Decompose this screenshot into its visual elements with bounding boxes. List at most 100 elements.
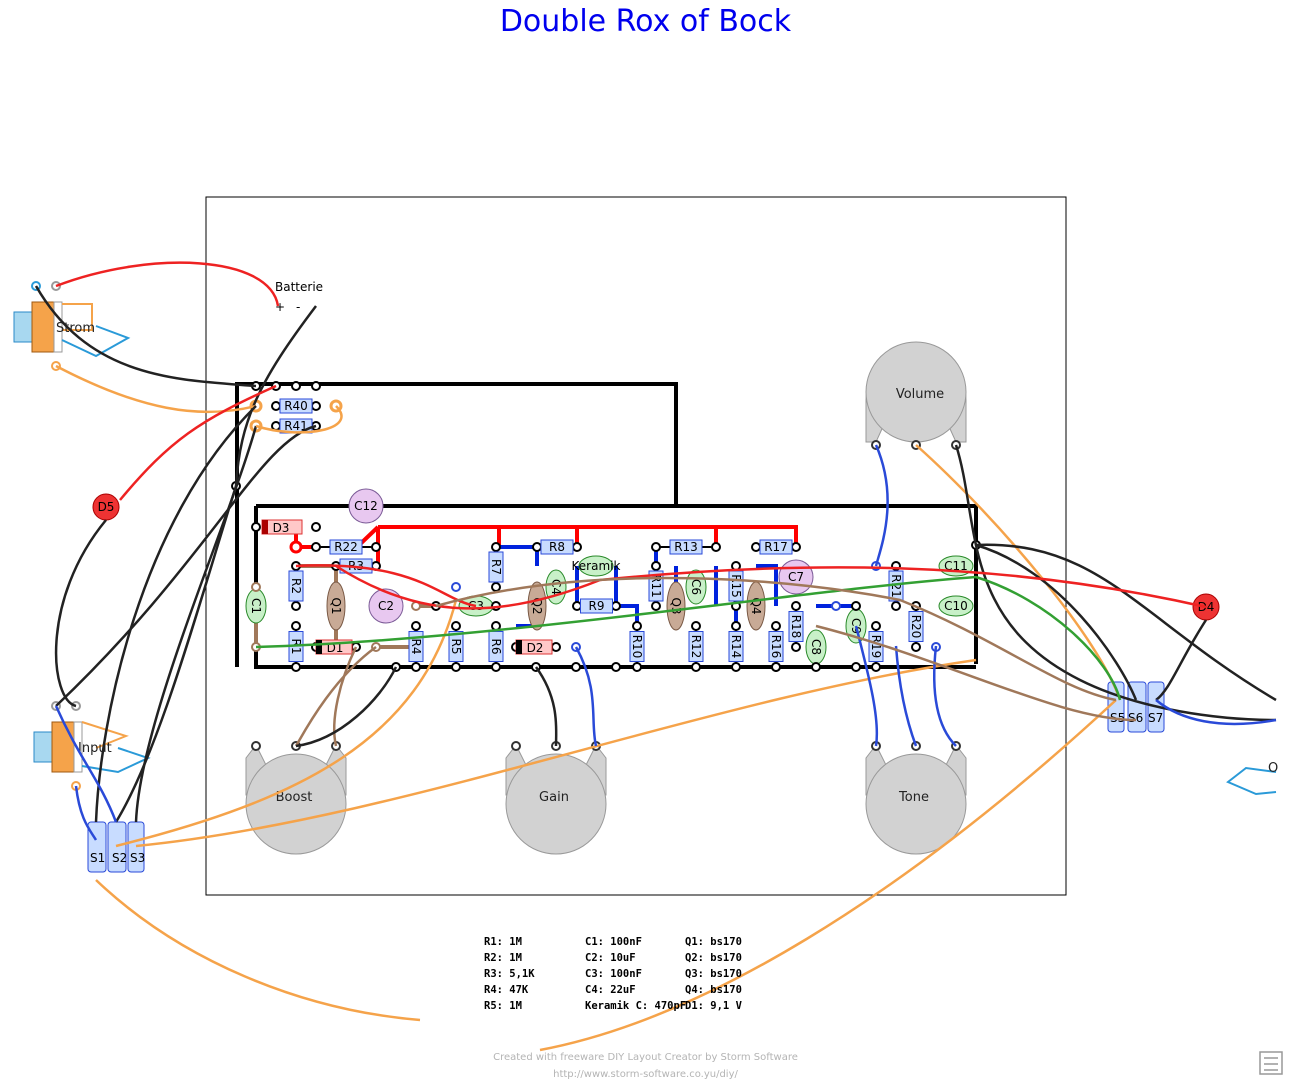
- battery-plus-label: +: [275, 300, 285, 314]
- legend-item: C2: 10uF: [585, 952, 636, 964]
- capacitor-c6: C6: [685, 569, 707, 605]
- pot-boost: Boost: [245, 741, 347, 855]
- keramik-label: Keramik: [572, 559, 621, 573]
- capacitor-c10: C10: [938, 595, 974, 617]
- r20-label: R20: [909, 615, 923, 639]
- c1-label: C1: [249, 598, 263, 614]
- resistor-r18: R18: [788, 601, 804, 652]
- resistor-r9: R9: [572, 598, 621, 614]
- legend-item: R3: 5,1K: [484, 968, 535, 980]
- legend-col-capacitors: C1: 100nF C2: 10uF C3: 100nF C4: 22uF Ke…: [585, 934, 686, 1014]
- r17-label: R17: [764, 540, 788, 554]
- legend-item: Q4: bs170: [685, 984, 742, 996]
- legend-item: Keramik C: 470pF: [585, 1000, 687, 1012]
- pot-gain: Gain: [505, 741, 607, 855]
- resistor-r4: R4: [408, 621, 424, 672]
- legend-item: C4: 22uF: [585, 984, 636, 996]
- resistor-r13: R13: [651, 539, 721, 555]
- capacitor-c8: C8: [805, 629, 827, 665]
- c2-label: C2: [378, 599, 394, 613]
- c6-label: C6: [689, 579, 703, 595]
- diode-d2: D2: [511, 639, 561, 655]
- enclosure-outline: [205, 196, 1067, 896]
- c7-label: C7: [788, 570, 804, 584]
- resistor-r7: R7: [488, 542, 504, 592]
- pad: [251, 582, 261, 592]
- jack-input: Input: [33, 701, 151, 791]
- resistor-r17: R17: [751, 539, 801, 555]
- batterie-label: Batterie: [275, 280, 323, 294]
- diy-logo-icon: [1259, 1051, 1283, 1075]
- gain-label: Gain: [539, 790, 569, 805]
- c10-label: C10: [944, 599, 968, 613]
- capacitor-c4: C4: [545, 569, 567, 605]
- pot-volume: Volume: [865, 341, 967, 450]
- d3-label: D3: [273, 521, 290, 535]
- board-pads: [251, 540, 981, 672]
- legend-item: R5: 1M: [484, 1000, 522, 1012]
- resistor-r10: R10: [629, 621, 645, 672]
- tone-label: Tone: [898, 790, 929, 805]
- input-label: Input: [78, 741, 112, 756]
- capacitor-c2: C2: [368, 588, 404, 624]
- resistor-r14: R14: [728, 621, 744, 672]
- s6-label: S6: [1128, 711, 1143, 725]
- c12-label: C12: [354, 499, 378, 513]
- pad: [571, 662, 581, 672]
- s1-label: S1: [90, 851, 105, 865]
- diagram-title: Double Rox of Bock: [499, 4, 792, 39]
- r8-label: R8: [549, 540, 565, 554]
- d5-label: D5: [98, 500, 115, 514]
- pad: [811, 662, 821, 672]
- legend-item: R4: 47K: [484, 984, 529, 996]
- resistor-r2: R2: [288, 561, 304, 611]
- component-legend: R1: 1M R2: 1M R3: 5,1K R4: 47K R5: 1M C1…: [484, 934, 784, 1020]
- legend-item: Q3: bs170: [685, 968, 742, 980]
- s3-label: S3: [130, 851, 145, 865]
- d2-label: D2: [527, 641, 544, 655]
- pad: [611, 662, 621, 672]
- resistor-r40: R40: [271, 398, 321, 414]
- r22-label: R22: [334, 540, 358, 554]
- battery-connector: Batterie + -: [275, 280, 323, 314]
- diode-d3: D3: [251, 519, 321, 535]
- resistor-r22: R22: [311, 539, 381, 555]
- board-upper-outline: [235, 382, 978, 667]
- r6-label: R6: [489, 639, 503, 655]
- r9-label: R9: [589, 599, 605, 613]
- pad: [851, 601, 861, 611]
- capacitor-c1: C1: [245, 588, 267, 624]
- r21-label: R21: [889, 574, 903, 598]
- transistor-q1: Q1: [326, 581, 346, 631]
- legend-item: R2: 1M: [484, 952, 522, 964]
- capacitor-c12: C12: [348, 488, 384, 524]
- r14-label: R14: [729, 635, 743, 659]
- r12-label: R12: [689, 635, 703, 659]
- footer-credit: Created with freeware DIY Layout Creator…: [493, 1052, 798, 1063]
- c8-label: C8: [809, 639, 823, 655]
- offboard-wires: [34, 261, 1277, 1052]
- r40-label: R40: [284, 399, 308, 413]
- resistor-r19: R19: [868, 621, 884, 672]
- power-pads: [231, 381, 343, 491]
- resistor-r20: R20: [908, 601, 924, 652]
- resistor-r12: R12: [688, 621, 704, 672]
- pad: [831, 601, 841, 611]
- footer-url[interactable]: http://www.storm-software.co.yu/diy/: [553, 1069, 738, 1080]
- r11-label: R11: [649, 574, 663, 598]
- q1-label: Q1: [329, 597, 343, 614]
- pad: [771, 662, 781, 672]
- transistor-q3: Q3: [666, 581, 686, 631]
- r15-label: R15: [729, 574, 743, 598]
- q3-label: Q3: [669, 597, 683, 614]
- legend-item: C1: 100nF: [585, 936, 642, 948]
- resistor-r5: R5: [448, 621, 464, 672]
- s7-label: S7: [1148, 711, 1163, 725]
- r7-label: R7: [489, 559, 503, 575]
- legend-item: D1: 9,1 V: [685, 1000, 742, 1012]
- r18-label: R18: [789, 615, 803, 639]
- r5-label: R5: [449, 639, 463, 655]
- s2-label: S2: [112, 851, 127, 865]
